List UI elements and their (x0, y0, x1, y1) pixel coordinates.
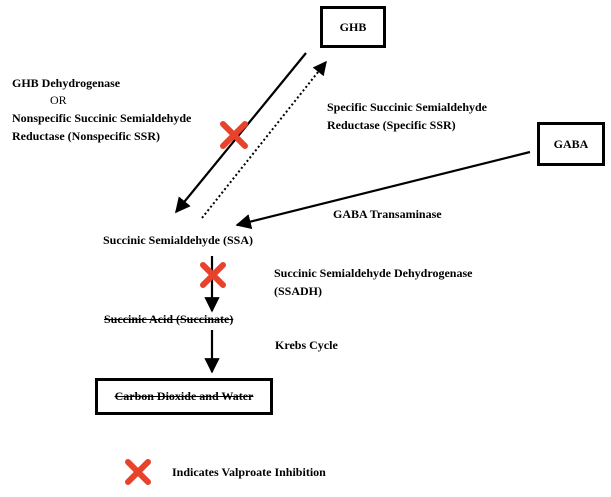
nonspecific-ssr-label-line1: Nonspecific Succinic Semialdehyde (12, 111, 192, 125)
gaba-label: GABA (553, 136, 589, 151)
nonspecific-ssr-label-line2: Reductase (Nonspecific SSR) (12, 129, 160, 143)
legend-text: Indicates Valproate Inhibition (172, 465, 326, 479)
ghb-box: GHB (320, 6, 386, 48)
inhibition-x-icon-ghb-dehydrogenase (220, 121, 248, 149)
succinic-acid-label: Succinic Acid (Succinate) (104, 312, 234, 326)
co2-water-label: Carbon Dioxide and Water (114, 389, 254, 403)
or-label: OR (50, 93, 67, 107)
gaba-transaminase-label: GABA Transaminase (333, 207, 442, 221)
gaba-box: GABA (537, 122, 605, 166)
ghb-label: GHB (339, 19, 367, 34)
ssa-to-ghb-dotted-arrow (201, 60, 327, 219)
ghb-dehydrogenase-label: GHB Dehydrogenase (12, 76, 121, 90)
ssadh-label-line2: (SSADH) (274, 284, 323, 298)
ssa-label: Succinic Semialdehyde (SSA) (103, 233, 254, 247)
ghb-to-ssa-arrow (175, 52, 307, 214)
ssadh-label-line1: Succinic Semialdehyde Dehydrogenase (274, 266, 473, 280)
inhibition-x-icon-ssadh (200, 262, 226, 288)
red-x-icon (125, 459, 151, 485)
gaba-to-ssa-arrow (235, 150, 531, 230)
krebs-cycle-label: Krebs Cycle (275, 338, 338, 352)
specific-ssr-label-line2: Reductase (Specific SSR) (327, 118, 456, 132)
specific-ssr-label-line1: Specific Succinic Semialdehyde (327, 100, 487, 114)
co2-water-box: Carbon Dioxide and Water (95, 378, 273, 415)
